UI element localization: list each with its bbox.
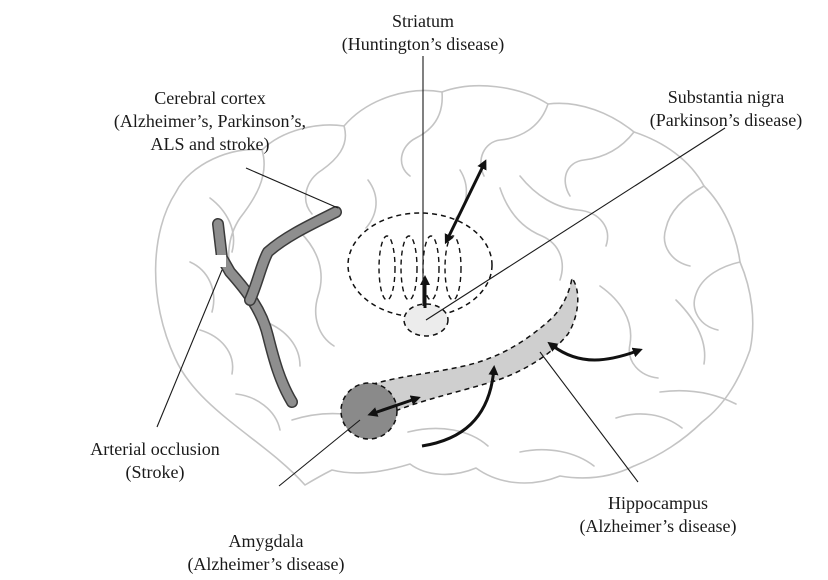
amygdala-name: Amygdala [164,530,368,553]
label-striatum: Striatum (Huntington’s disease) [323,10,523,56]
amygdala [341,383,397,439]
cerebral-artery [218,212,336,402]
occlusion-site [212,255,226,267]
label-substantia-nigra: Substantia nigra (Parkinson’s disease) [636,86,816,132]
label-arterial-occlusion: Arterial occlusion (Stroke) [70,438,240,484]
amygdala-disease: (Alzheimer’s disease) [164,553,368,576]
cortex-line-3: ALS and stroke) [74,133,346,156]
cortex-line-2: (Alzheimer’s, Parkinson’s, [74,110,346,133]
nigra-name: Substantia nigra [636,86,816,109]
label-amygdala: Amygdala (Alzheimer’s disease) [164,530,368,576]
striatum-name: Striatum [323,10,523,33]
occlusion-name: Arterial occlusion [70,438,240,461]
occlusion-disease: (Stroke) [70,461,240,484]
hippocampus-name: Hippocampus [556,492,760,515]
label-cerebral-cortex: Cerebral cortex (Alzheimer’s, Parkinson’… [74,87,346,156]
striatum-disease: (Huntington’s disease) [323,33,523,56]
cortex-line-1: Cerebral cortex [74,87,346,110]
hippocampus-disease: (Alzheimer’s disease) [556,515,760,538]
nigra-disease: (Parkinson’s disease) [636,109,816,132]
striatum-region [348,213,492,317]
label-hippocampus: Hippocampus (Alzheimer’s disease) [556,492,760,538]
